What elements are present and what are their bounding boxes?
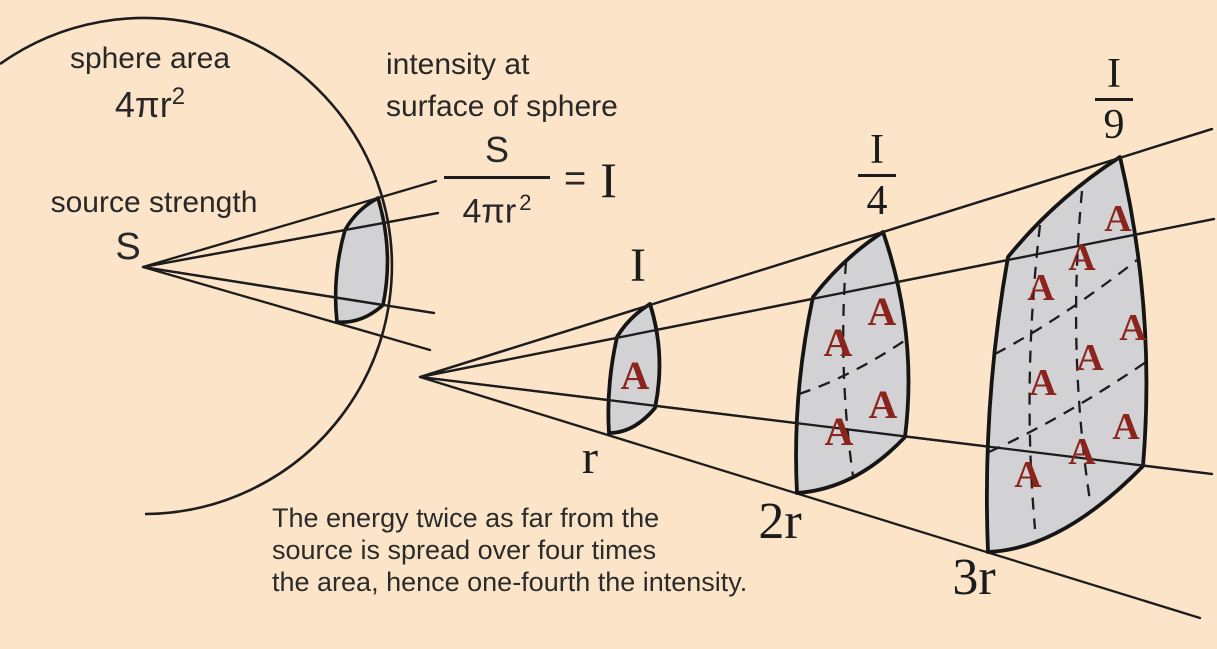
patch-2r-grid-dashes — [798, 261, 905, 477]
intensity-at-surface-label: intensity at surface of sphere — [386, 44, 618, 128]
cone-rays-overlay — [418, 127, 1216, 476]
area-label: A — [1119, 307, 1147, 349]
area-label: A — [1112, 406, 1140, 448]
caption-line3: the area, hence one-fourth the intensity… — [272, 567, 748, 597]
distance-3r-label: 3r — [952, 549, 996, 606]
formula-numerator: S — [484, 129, 509, 170]
caption-line1: The energy twice as far from the — [272, 503, 660, 533]
area-label: A — [868, 289, 897, 334]
patch-3r-grid-dashes — [988, 190, 1147, 530]
area-label: A — [1029, 362, 1057, 404]
intensity-at-3r-label: I 9 — [1091, 50, 1137, 149]
intensity-at-r-label: I — [630, 239, 646, 292]
area-label: A — [621, 353, 650, 398]
fraction-bar — [858, 174, 896, 177]
area-label: A — [1014, 454, 1042, 496]
intensity-2r-denominator: 4 — [866, 178, 888, 224]
sphere-area-formula: 4πr2 — [114, 83, 186, 125]
area-label: A — [869, 382, 898, 427]
intensity-line1: intensity at — [386, 48, 530, 81]
source-symbol: S — [115, 226, 141, 268]
area-label: A — [824, 320, 853, 365]
area-label: A — [1027, 267, 1055, 309]
area-label: A — [825, 409, 854, 454]
intensity-at-2r-label: I 4 — [854, 126, 900, 225]
area-label: A — [1104, 198, 1132, 240]
sphere-area-exponent: 2 — [171, 83, 186, 110]
caption-line2: source is spread over four times — [272, 535, 657, 565]
intensity-2r-numerator: I — [870, 127, 884, 173]
area-label: A — [1068, 431, 1096, 473]
distance-2r-label: 2r — [758, 493, 802, 550]
area-label: A — [1068, 237, 1096, 279]
fraction-bar — [444, 176, 550, 179]
formula-result: I — [600, 151, 617, 208]
intensity-3r-numerator: I — [1107, 51, 1121, 97]
formula-denominator-exponent: 2 — [519, 190, 532, 215]
fraction-bar — [1095, 98, 1133, 101]
distance-r-label: r — [582, 431, 598, 484]
source-rays-overlay — [141, 211, 440, 315]
intensity-line2: surface of sphere — [386, 90, 618, 123]
area-letters: A A A A A A A A A A A A A A — [621, 198, 1148, 496]
sphere-circle-outline — [0, 16, 394, 516]
sphere-area-label: sphere area 4πr2 — [30, 40, 270, 125]
equals-sign: = — [564, 158, 587, 201]
area-label: A — [1076, 337, 1104, 379]
sphere-area-text: sphere area — [69, 42, 231, 75]
source-strength-label: source strength — [50, 186, 258, 219]
caption: The energy twice as far from the source … — [272, 502, 747, 598]
intensity-3r-denominator: 9 — [1103, 102, 1125, 148]
